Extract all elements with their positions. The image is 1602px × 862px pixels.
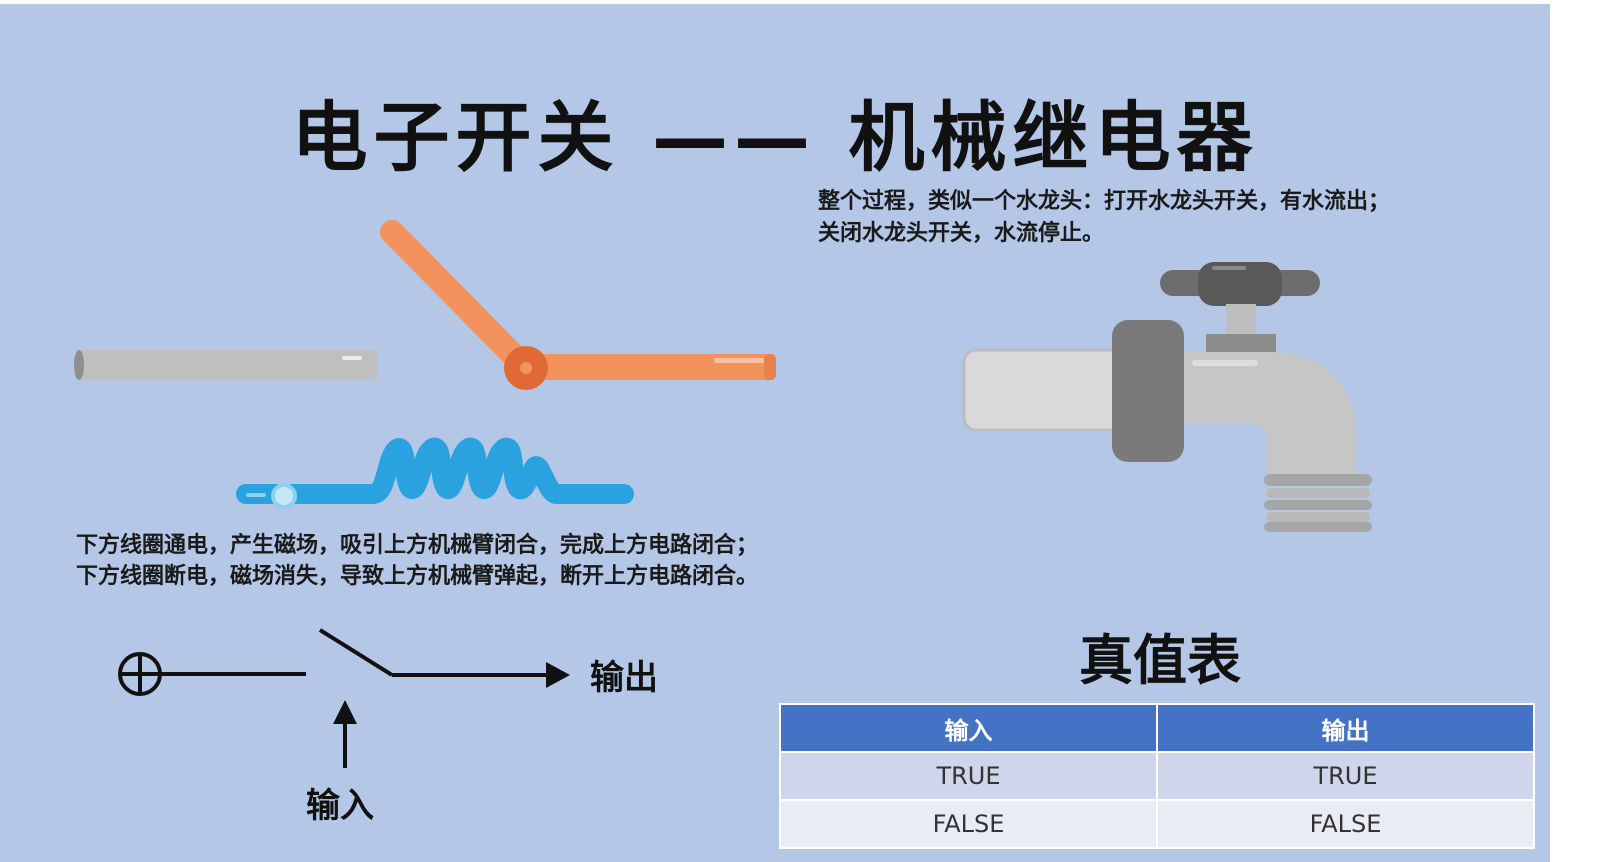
input-label: 输入 [306, 786, 374, 826]
relay-description-line-1: 下方线圈通电，产生磁场，吸引上方机械臂闭合，完成上方电路闭合； [76, 533, 759, 558]
output-label: 输出 [590, 658, 658, 698]
relay-description: 下方线圈通电，产生磁场，吸引上方机械臂闭合，完成上方电路闭合； 下方线圈断电，磁… [76, 530, 896, 592]
table-cell-output: TRUE [1156, 751, 1535, 801]
truth-table: 输入 输出 TRUE TRUE FALSE FALSE [779, 703, 1535, 849]
switch-symbol [118, 628, 570, 768]
faucet-icon [962, 262, 1372, 532]
page-title: 电子开关 —— 机械继电器 [291, 93, 1259, 182]
coil-icon [236, 437, 634, 509]
truth-table-header-row: 输入 输出 [779, 703, 1535, 753]
truth-table-title: 真值表 [1079, 629, 1241, 692]
fixed-contact-rod [74, 350, 378, 380]
column-header-input: 输入 [779, 703, 1158, 753]
faucet-description-line-1: 整个过程，类似一个水龙头：打开水龙头开关，有水流出； [818, 189, 1391, 214]
table-row: FALSE FALSE [779, 799, 1535, 849]
faucet-description: 整个过程，类似一个水龙头：打开水龙头开关，有水流出； 关闭水龙头开关，水流停止。 [818, 186, 1518, 250]
column-header-output: 输出 [1156, 703, 1535, 753]
table-row: TRUE TRUE [779, 751, 1535, 801]
table-cell-output: FALSE [1156, 799, 1535, 849]
slide: 电子开关 —— 机械继电器 整个过程，类似一个水龙头：打开水龙头开关，有水流出；… [0, 4, 1550, 862]
illustrations: 输出 输入 [74, 220, 1372, 826]
table-cell-input: TRUE [779, 751, 1158, 801]
mechanical-arm [380, 220, 776, 390]
table-cell-input: FALSE [779, 799, 1158, 849]
faucet-description-line-2: 关闭水龙头开关，水流停止。 [818, 221, 1105, 246]
relay-description-line-2: 下方线圈断电，磁场消失，导致上方机械臂弹起，断开上方电路闭合。 [76, 564, 759, 589]
